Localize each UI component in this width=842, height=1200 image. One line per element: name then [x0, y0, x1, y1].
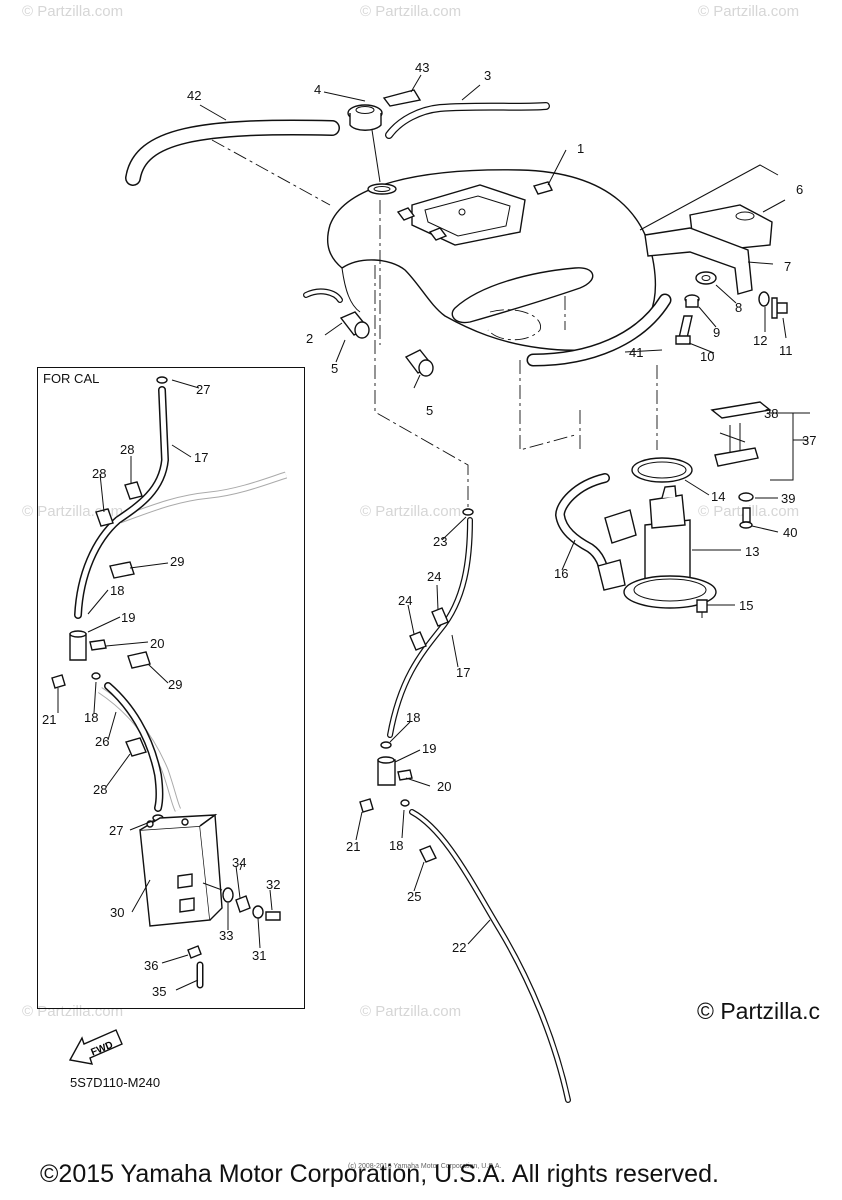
washer-39 [738, 492, 754, 502]
callout-2: 2 [306, 331, 313, 346]
diagram-code: 5S7D110-M240 [70, 1075, 161, 1090]
trim-41 [526, 293, 672, 367]
cal-parts [51, 376, 288, 989]
callout-25: 25 [407, 889, 421, 904]
callout-38: 38 [764, 406, 778, 421]
callout-24: 24 [427, 569, 441, 584]
watermark: © Partzilla.com [360, 503, 461, 520]
fuel-pump-13 [623, 485, 717, 609]
watermark: © Partzilla.com [22, 1003, 123, 1020]
callout-36: 36 [144, 958, 158, 973]
copyright-notice: ©2015 Yamaha Motor Corporation, U.S.A. A… [40, 1160, 719, 1188]
callout-21: 21 [42, 712, 56, 727]
callout-5: 5 [331, 361, 338, 376]
leader-lines [57, 74, 810, 991]
watermark: © Partzilla.com [360, 3, 461, 20]
callout-27: 27 [109, 823, 123, 838]
callout-41: 41 [629, 345, 643, 360]
callout-13: 13 [745, 544, 759, 559]
callout-35: 35 [152, 984, 166, 999]
callout-18: 18 [406, 710, 420, 725]
callout-32: 32 [266, 877, 280, 892]
grommet-8 [695, 271, 717, 285]
callout-3: 3 [484, 68, 491, 83]
callout-30: 30 [110, 905, 124, 920]
cal-frame-label: FOR CAL [43, 371, 100, 386]
callout-28: 28 [120, 442, 134, 457]
washer-12 [758, 291, 770, 307]
watermarks: © Partzilla.com © Partzilla.com © Partzi… [22, 3, 799, 1020]
callout-6: 6 [796, 182, 803, 197]
callouts: 1 2 3 4 5 5 6 7 8 9 10 11 12 13 14 15 16… [42, 60, 816, 999]
breather-main [359, 265, 571, 1103]
callout-14: 14 [711, 489, 725, 504]
callout-22: 22 [452, 940, 466, 955]
callout-29: 29 [170, 554, 184, 569]
callout-33: 33 [219, 928, 233, 943]
callout-18: 18 [389, 838, 403, 853]
sender-37 [710, 401, 772, 467]
callout-11: 11 [779, 343, 793, 358]
callout-8: 8 [735, 300, 742, 315]
callout-18: 18 [110, 583, 124, 598]
screw-40 [739, 507, 753, 529]
callout-28: 28 [92, 466, 106, 481]
callout-26: 26 [95, 734, 109, 749]
callout-24: 24 [398, 593, 412, 608]
bolt-11 [771, 297, 788, 319]
callout-16: 16 [554, 566, 568, 581]
callout-15: 15 [739, 598, 753, 613]
ring-14 [631, 457, 693, 483]
watermark: © Partzilla.com [698, 3, 799, 20]
fine-print: (c) 2008-2016 Yamaha Motor Corporation, … [348, 1163, 502, 1170]
callout-19: 19 [422, 741, 436, 756]
fuel-tank [326, 169, 657, 351]
callout-4: 4 [314, 82, 321, 97]
callout-43: 43 [415, 60, 429, 75]
callout-27: 27 [196, 382, 210, 397]
partzilla-mark: © Partzilla.c [697, 998, 821, 1024]
callout-42: 42 [187, 88, 201, 103]
callout-7: 7 [784, 259, 791, 274]
callout-10: 10 [700, 349, 714, 364]
callout-17: 17 [456, 665, 470, 680]
callout-29: 29 [168, 677, 182, 692]
callout-34: 34 [232, 855, 246, 870]
fwd-arrow-icon: FWD [68, 1029, 123, 1065]
callout-17: 17 [194, 450, 208, 465]
callout-12: 12 [753, 333, 767, 348]
callout-1: 1 [577, 141, 584, 156]
callout-37: 37 [802, 433, 816, 448]
callout-31: 31 [252, 948, 266, 963]
callout-39: 39 [781, 491, 795, 506]
damper-5a [339, 311, 370, 339]
trim-42 [125, 119, 340, 186]
callout-9: 9 [713, 325, 720, 340]
callout-21: 21 [346, 839, 360, 854]
collar-9 [684, 294, 700, 308]
bolt-15 [696, 599, 708, 618]
fuel-cap [347, 104, 383, 131]
trim-3 [385, 102, 550, 139]
damper-5b [404, 349, 434, 377]
watermark: © Partzilla.com [360, 1003, 461, 1020]
callout-20: 20 [437, 779, 451, 794]
callout-20: 20 [150, 636, 164, 651]
callout-19: 19 [121, 610, 135, 625]
watermark: © Partzilla.com [22, 3, 123, 20]
callout-5: 5 [426, 403, 433, 418]
hose-16 [554, 473, 637, 591]
callout-18: 18 [84, 710, 98, 725]
pad-43 [382, 89, 422, 107]
bracket-7 [644, 227, 753, 295]
callout-28: 28 [93, 782, 107, 797]
callout-23: 23 [433, 534, 447, 549]
bolt-10 [675, 315, 693, 345]
callout-40: 40 [783, 525, 797, 540]
